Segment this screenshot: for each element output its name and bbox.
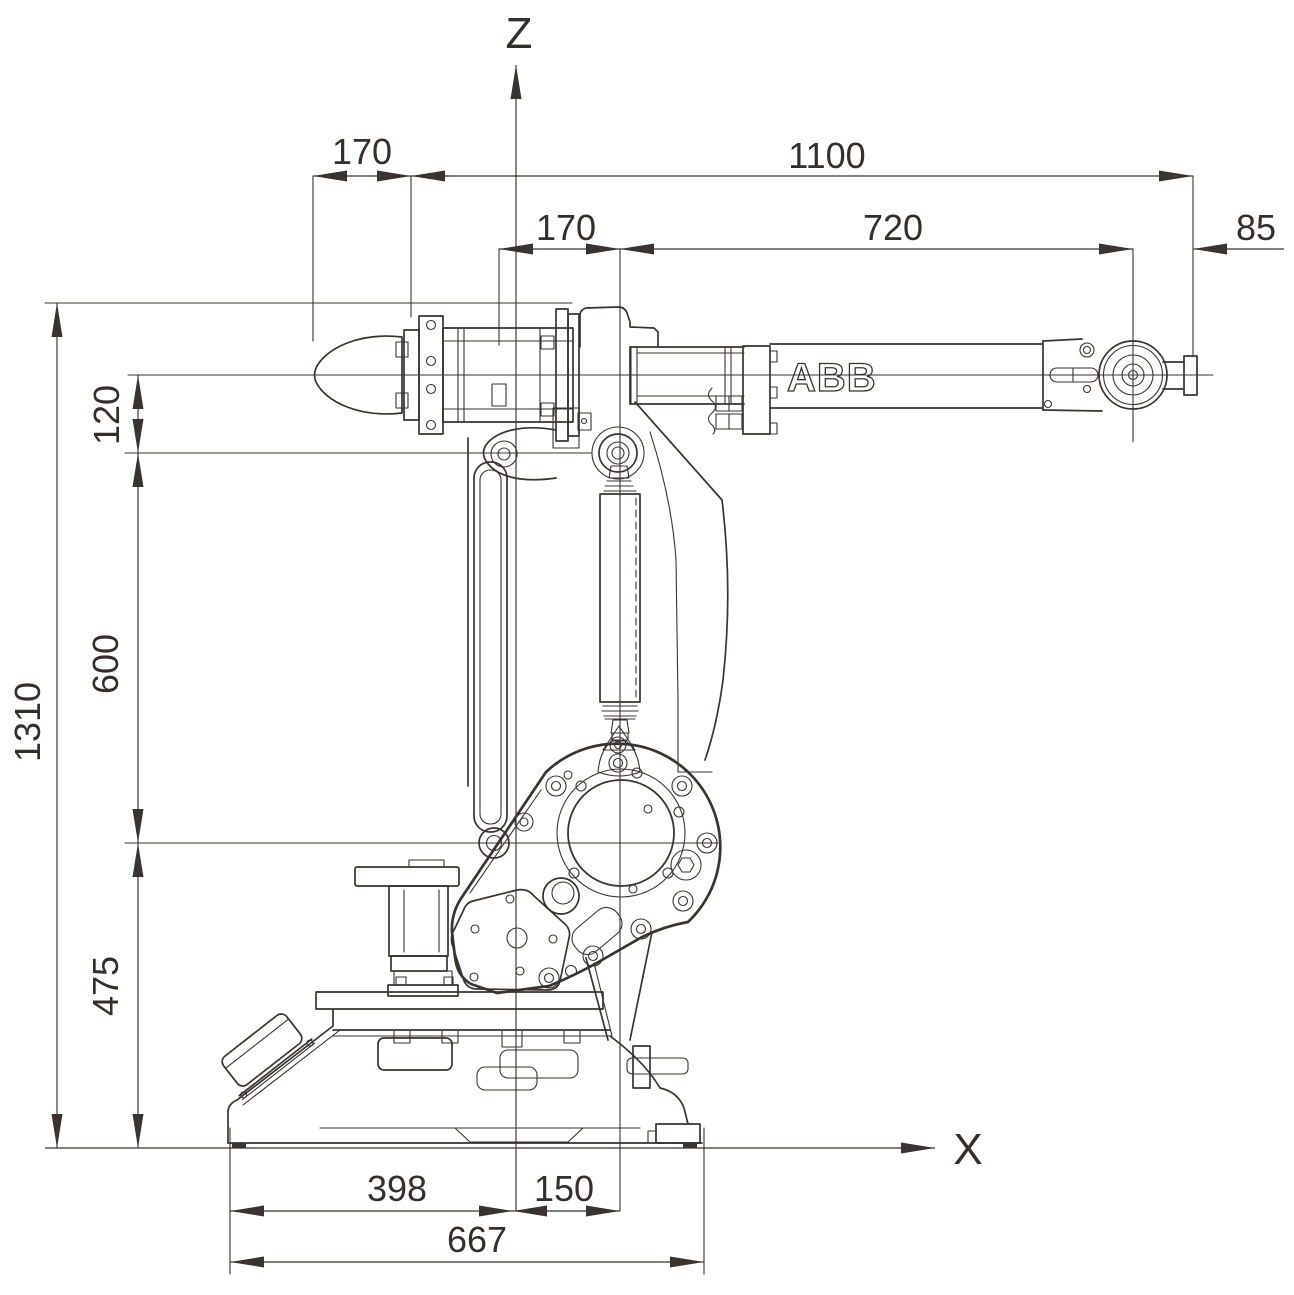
- dim-600: 600: [85, 453, 144, 843]
- axis1-motor: [354, 859, 460, 997]
- upper-arm-rear: [313, 308, 592, 481]
- side-cover-panel: [450, 888, 571, 991]
- dim-170-offset: 170: [499, 207, 620, 255]
- robot-side-view: ABB: [221, 306, 1198, 1148]
- extension-lines: [44, 175, 1214, 1275]
- brand-logo-text: ABB: [787, 356, 877, 400]
- shoulder-housing: [579, 306, 778, 435]
- dim-475: 475: [85, 843, 144, 1148]
- connector-box: [221, 1013, 316, 1101]
- dim-label-720: 720: [863, 207, 923, 248]
- dim-label-667: 667: [447, 1219, 507, 1260]
- base-post: [632, 1045, 651, 1089]
- lower-arm-housing: [450, 740, 722, 1041]
- x-axis-label: X: [953, 1125, 982, 1174]
- housing-recess: [571, 906, 623, 956]
- dim-1310: 1310: [7, 303, 63, 1148]
- dimension-lines: 170 1100 170 720 85 1310 120: [7, 131, 1284, 1268]
- z-axis: Z: [506, 9, 533, 1211]
- dim-label-150: 150: [534, 1168, 594, 1209]
- column: [467, 401, 729, 859]
- dim-label-85: 85: [1236, 207, 1276, 248]
- foot-pad: [232, 1143, 246, 1148]
- dim-label-170-rear: 170: [332, 131, 392, 172]
- x-axis: X: [45, 1125, 983, 1174]
- dim-85: 85: [1193, 207, 1284, 255]
- dim-label-398: 398: [367, 1168, 427, 1209]
- dim-120: 120: [86, 375, 144, 453]
- dim-label-120: 120: [86, 385, 127, 445]
- balancer-unit: [591, 426, 645, 754]
- dim-150: 150: [513, 1168, 620, 1217]
- dim-label-1100: 1100: [788, 135, 865, 176]
- dim-label-1310: 1310: [7, 682, 48, 762]
- base: [221, 991, 703, 1148]
- dim-170-rear: 170: [313, 131, 411, 182]
- base-foot-right: [655, 1123, 701, 1144]
- dim-label-170-offset: 170: [536, 207, 596, 248]
- forearm-tube: ABB: [769, 340, 1044, 411]
- z-axis-label: Z: [506, 9, 533, 58]
- dim-667: 667: [230, 1219, 704, 1268]
- wrist-bolt-hole: [1079, 342, 1095, 358]
- disc-bolts: [514, 770, 718, 989]
- foot-pad: [683, 1143, 697, 1148]
- dim-1100: 1100: [411, 135, 1193, 182]
- dim-label-475: 475: [85, 956, 126, 1016]
- dim-398: 398: [230, 1168, 513, 1217]
- dim-label-600: 600: [85, 634, 126, 694]
- dim-720: 720: [620, 207, 1133, 255]
